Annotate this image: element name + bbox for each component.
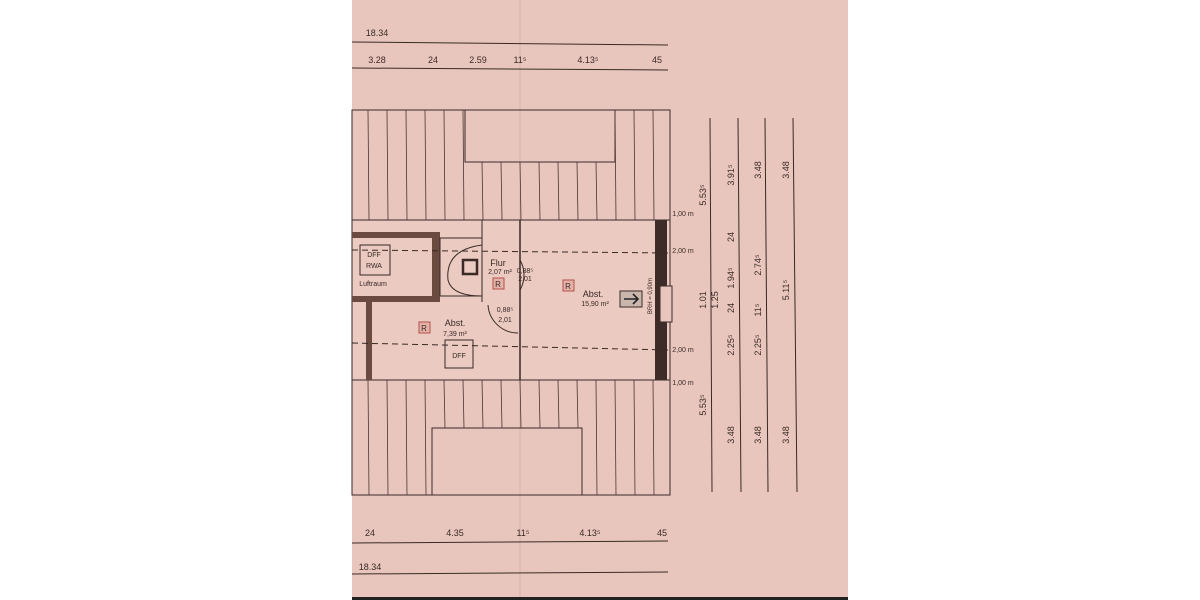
rafter xyxy=(500,379,503,429)
room-name: Abst. xyxy=(445,318,466,328)
dimension-label: 1.25 xyxy=(710,291,720,309)
rafter xyxy=(557,379,560,429)
rafter xyxy=(443,379,446,429)
dimension-label: 2.25⁵ xyxy=(726,334,736,356)
rafter xyxy=(538,379,541,429)
dimension-label: 1.94⁵ xyxy=(726,267,736,289)
rooms-area xyxy=(351,219,673,381)
room-marker-box xyxy=(418,321,431,334)
dimension-label: 11⁵ xyxy=(516,528,529,538)
dimension-label: 3.48 xyxy=(781,161,791,179)
dimension-label: 3.48 xyxy=(753,426,763,444)
dimension-label: 2.59 xyxy=(469,55,487,65)
dimension-label: 24 xyxy=(365,528,375,538)
dimension-label: 3.48 xyxy=(726,426,736,444)
room-name: Abst. xyxy=(583,289,604,299)
dimension-label: 45 xyxy=(652,55,662,65)
rafter xyxy=(481,379,484,429)
height-level-label: 2,00 m xyxy=(672,347,694,354)
rafter xyxy=(614,109,617,221)
door-width: 0,88⁵ xyxy=(497,307,514,314)
dimension-label: 2.25⁵ xyxy=(753,334,763,356)
dimension-label: 45 xyxy=(657,528,667,538)
spiral-stair-icon xyxy=(439,237,483,297)
dimension-label: 5.11⁵ xyxy=(781,279,791,300)
height-level-label: 1,00 m xyxy=(672,211,694,218)
rafter xyxy=(633,109,636,221)
rafter xyxy=(595,161,598,221)
rafter xyxy=(652,379,655,496)
rafter xyxy=(519,379,522,429)
dimension-label: 24 xyxy=(428,55,438,65)
door-height: 2,01 xyxy=(498,317,512,324)
dimension-label: 4.13⁵ xyxy=(579,528,601,538)
dimension-label: 5.53⁵ xyxy=(698,184,708,206)
rafter xyxy=(481,161,484,221)
rafter xyxy=(519,161,522,221)
rafter xyxy=(405,379,408,496)
height-level-label: 2,00 m xyxy=(672,248,694,255)
dimension-label: 18.34 xyxy=(359,562,382,572)
door-height: 2,01 xyxy=(518,276,532,283)
rafter xyxy=(443,109,446,221)
dimension-label: 11⁵ xyxy=(753,303,763,316)
rafter xyxy=(424,109,427,221)
room-label: DFF xyxy=(367,252,381,259)
room-label: DFF xyxy=(452,353,466,360)
room-area: 15,90 m² xyxy=(581,301,609,308)
room-name: Flur xyxy=(490,258,506,268)
window-label: BRH = 0,90m xyxy=(648,278,654,314)
dimension-label: 18.34 xyxy=(366,28,389,38)
room-area: 2,07 m² xyxy=(488,269,512,276)
dimension-label: 24 xyxy=(726,303,736,313)
rafters xyxy=(367,109,655,496)
rafter xyxy=(386,109,389,221)
dimension-label: 4.35 xyxy=(446,528,464,538)
rafter xyxy=(367,379,370,496)
room-marker-box xyxy=(562,279,575,292)
rafter xyxy=(367,109,370,221)
room-marker: R xyxy=(495,280,501,289)
room-label: RWA xyxy=(366,263,382,270)
rafter xyxy=(576,379,579,429)
room-name: Luftraum xyxy=(359,281,387,288)
rafter xyxy=(538,161,541,221)
rafter xyxy=(405,109,408,221)
dimension-label: 24 xyxy=(726,232,736,242)
window xyxy=(659,285,673,323)
dimension-label: 1.01 xyxy=(698,291,708,309)
room-area: 7,39 m² xyxy=(443,331,467,338)
dimension-label: 5.53⁵ xyxy=(698,394,708,416)
dimension-label: 3.48 xyxy=(753,161,763,179)
rafter xyxy=(386,379,389,496)
rafter xyxy=(500,161,503,221)
rafter xyxy=(462,379,465,429)
rafter xyxy=(462,109,465,221)
dimension-label: 2.74⁵ xyxy=(753,254,763,276)
dimension-label: 4.13⁵ xyxy=(577,55,599,65)
height-level-label: 1,00 m xyxy=(672,380,694,387)
room-marker: R xyxy=(421,324,427,333)
rafter xyxy=(633,379,636,496)
rafter xyxy=(576,161,579,221)
dimension-label: 11⁵ xyxy=(513,55,526,65)
dimension-label: 3.48 xyxy=(781,426,791,444)
rafter xyxy=(614,379,617,496)
dimension-lines xyxy=(351,41,798,575)
arrow-right-icon xyxy=(619,290,643,308)
paper-edge xyxy=(352,597,848,600)
rafter xyxy=(424,379,427,496)
rafter xyxy=(595,379,598,496)
room-marker: R xyxy=(565,282,571,291)
dimension-label: 3.91⁵ xyxy=(726,164,736,186)
room-marker-box xyxy=(492,277,505,290)
dimension-label: 3.28 xyxy=(368,55,386,65)
door-width: 0,88⁵ xyxy=(517,268,534,275)
rafter xyxy=(557,161,560,221)
rafter xyxy=(652,109,655,221)
